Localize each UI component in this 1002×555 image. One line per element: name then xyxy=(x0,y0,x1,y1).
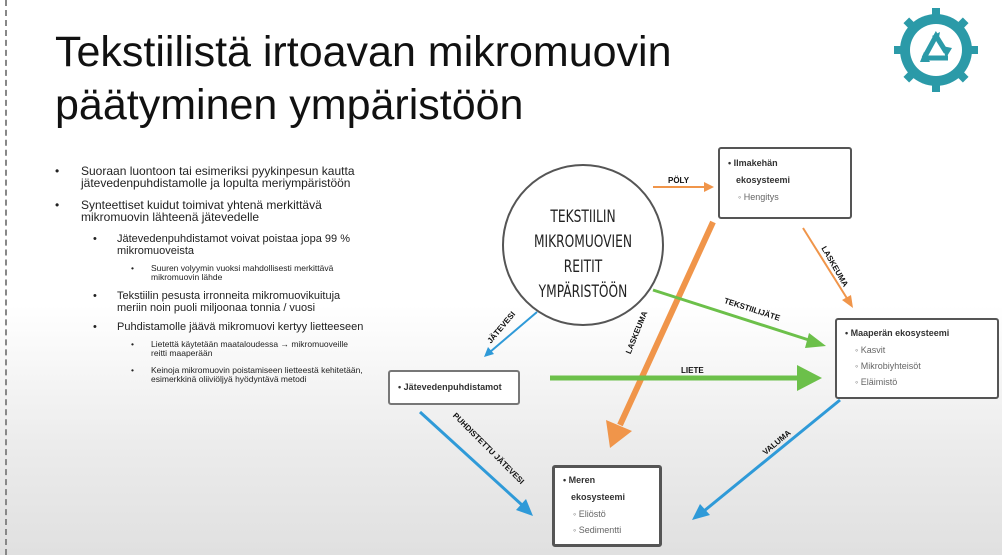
slide-title: Tekstiilistä irtoavan mikromuovin päätym… xyxy=(55,26,672,132)
arrow-liete xyxy=(550,365,822,391)
bullet-item: •Keinoja mikromuovin poistamiseen liette… xyxy=(131,365,363,384)
arrow-jatevesi xyxy=(484,311,538,357)
bullet-item: •Puhdistamolle jäävä mikromuovi kertyy l… xyxy=(93,321,364,333)
title-line-2: päätyminen ympäristöön xyxy=(55,81,524,129)
bullet-item: •Tekstiilin pesusta irronneita mikromuov… xyxy=(93,290,341,314)
arrow-laskeuma-air-soil xyxy=(802,227,853,308)
label-poly: PÖLY xyxy=(668,176,690,185)
recycle-gear-icon xyxy=(894,8,978,92)
bullet-item: •Suuren volyymin vuoksi mahdollisesti me… xyxy=(131,263,334,282)
bullet-item: •Suoraan luontoon tai esimeriksi pyykinp… xyxy=(55,164,355,190)
label-liete: LIETE xyxy=(681,366,704,375)
wwtp-box: • Jätevedenpuhdistamot xyxy=(388,370,520,405)
arrow-poly xyxy=(653,182,714,192)
bullet-list: •Suoraan luontoon tai esimeriksi pyykinp… xyxy=(55,165,365,392)
center-circle xyxy=(502,164,664,326)
air-ecosystem-box: • Ilmakehän ekosysteemi ◦ Hengitys xyxy=(718,147,852,219)
bullet-item: •Jätevedenpuhdistamot voivat poistaa jop… xyxy=(93,233,350,257)
arrow-tekstiilijate xyxy=(652,288,826,348)
arrow-puhdistettu-jatevesi xyxy=(418,410,533,516)
sea-ecosystem-box: • Meren ekosysteemi ◦ Eliöstö ◦ Sediment… xyxy=(552,465,662,547)
bullet-item: •Lietettä käytetään maataloudessa → mikr… xyxy=(131,339,349,358)
center-circle-label: TEKSTIILIN MIKROMUOVIEN REITIT YMPÄRISTÖ… xyxy=(533,207,633,302)
bullet-item: •Synteettiset kuidut toimivat yhtenä mer… xyxy=(55,198,322,224)
soil-ecosystem-box: • Maaperän ekosysteemi ◦ Kasvit ◦ Mikrob… xyxy=(835,318,999,399)
title-line-1: Tekstiilistä irtoavan mikromuovin xyxy=(55,28,672,76)
arrow-valuma xyxy=(692,398,841,520)
arrow-laskeuma-air-sea xyxy=(606,220,716,448)
left-edge-divider xyxy=(5,0,7,555)
